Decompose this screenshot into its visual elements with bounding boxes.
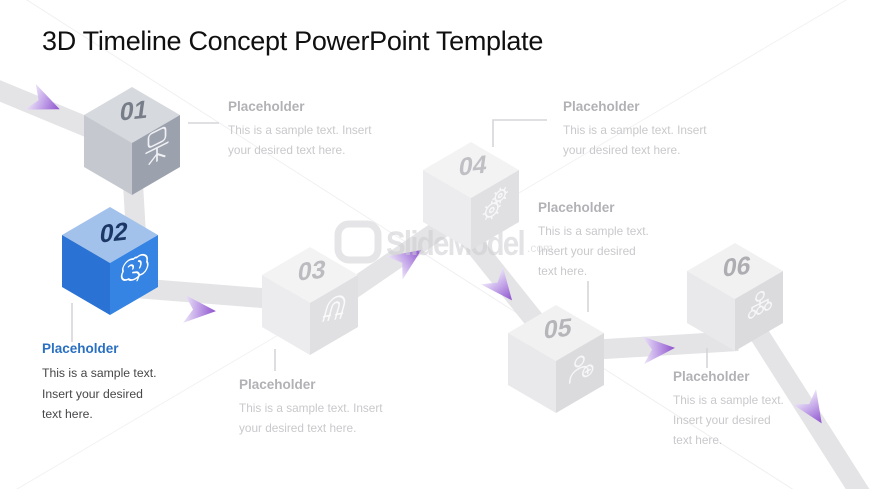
- placeholder-title: Placeholder: [673, 369, 750, 384]
- cube-face-right: [471, 170, 519, 250]
- placeholder-title: Placeholder: [42, 341, 119, 356]
- placeholder-block-04: Placeholder This is a sample text. Inser…: [563, 99, 738, 161]
- cube-face-left: [84, 115, 132, 195]
- cube-face-right: [735, 271, 783, 351]
- flow-arrows: [24, 83, 822, 424]
- connector-lines: [71, 119, 708, 371]
- cube-face-left: [423, 170, 471, 250]
- flow-arrow-icon: [386, 250, 422, 280]
- cube-number: 04: [457, 151, 489, 182]
- placeholder-block-03: Placeholder This is a sample text. Inser…: [239, 377, 414, 439]
- placeholder-body: This is a sample text. Insert your desir…: [228, 123, 372, 157]
- cube-face-right: [556, 333, 604, 413]
- placeholder-block-05: Placeholder This is a sample text. Inser…: [538, 200, 688, 281]
- placeholder-body: This is a sample text. Insert your desir…: [563, 123, 707, 157]
- placeholder-block-01: Placeholder This is a sample text. Inser…: [228, 99, 403, 161]
- placeholder-title: Placeholder: [563, 99, 640, 114]
- watermark: SlideModel .com: [334, 220, 553, 264]
- placeholder-body: This is a sample text. Insert your desir…: [538, 224, 649, 278]
- cube-number: 01: [118, 96, 150, 127]
- cube-06: 06: [687, 243, 783, 351]
- slidemodel-logo-icon: [334, 220, 382, 264]
- placeholder-block-02: Placeholder This is a sample text. Inser…: [42, 341, 192, 425]
- page-title: 3D Timeline Concept PowerPoint Template: [42, 26, 544, 56]
- cube-face-left: [262, 275, 310, 355]
- placeholder-body: This is a sample text. Insert your desir…: [239, 401, 383, 435]
- cube-01: 01: [84, 87, 180, 195]
- cube-number: 03: [296, 256, 328, 287]
- cube-number: 06: [721, 252, 753, 283]
- magnet-icon: [322, 295, 346, 323]
- cube-face-right: [310, 275, 358, 355]
- watermark-suffix: .com: [527, 241, 553, 255]
- office-chair-icon: [145, 126, 169, 166]
- cube-face-left: [62, 235, 110, 315]
- placeholder-title: Placeholder: [538, 200, 615, 215]
- org-chart-icon: [747, 290, 773, 319]
- flow-arrow-icon: [24, 83, 60, 110]
- flow-arrow-icon: [481, 266, 513, 301]
- placeholder-title: Placeholder: [228, 99, 305, 114]
- gears-icon: [482, 186, 509, 220]
- cube-03: 03: [262, 247, 358, 355]
- flow-arrow-icon: [183, 294, 216, 323]
- cube-02: 02: [62, 207, 158, 315]
- placeholder-title: Placeholder: [239, 377, 316, 392]
- cube-number: 02: [98, 218, 130, 249]
- cube-05: 05: [508, 305, 604, 413]
- flow-arrow-icon: [642, 336, 675, 365]
- placeholder-block-06: Placeholder This is a sample text. Inser…: [673, 369, 823, 450]
- placeholder-body: This is a sample text. Insert your desir…: [42, 366, 157, 421]
- cube-face-left: [508, 333, 556, 413]
- add-user-icon: [568, 355, 594, 384]
- brain-icon: [120, 253, 149, 282]
- connector-line: [492, 119, 547, 147]
- cube-04: 04: [423, 142, 519, 250]
- cube-face-left: [687, 271, 735, 351]
- placeholder-body: This is a sample text. Insert your desir…: [673, 393, 784, 447]
- cube-number: 05: [542, 314, 574, 345]
- flow-arrow-icon: [792, 388, 822, 424]
